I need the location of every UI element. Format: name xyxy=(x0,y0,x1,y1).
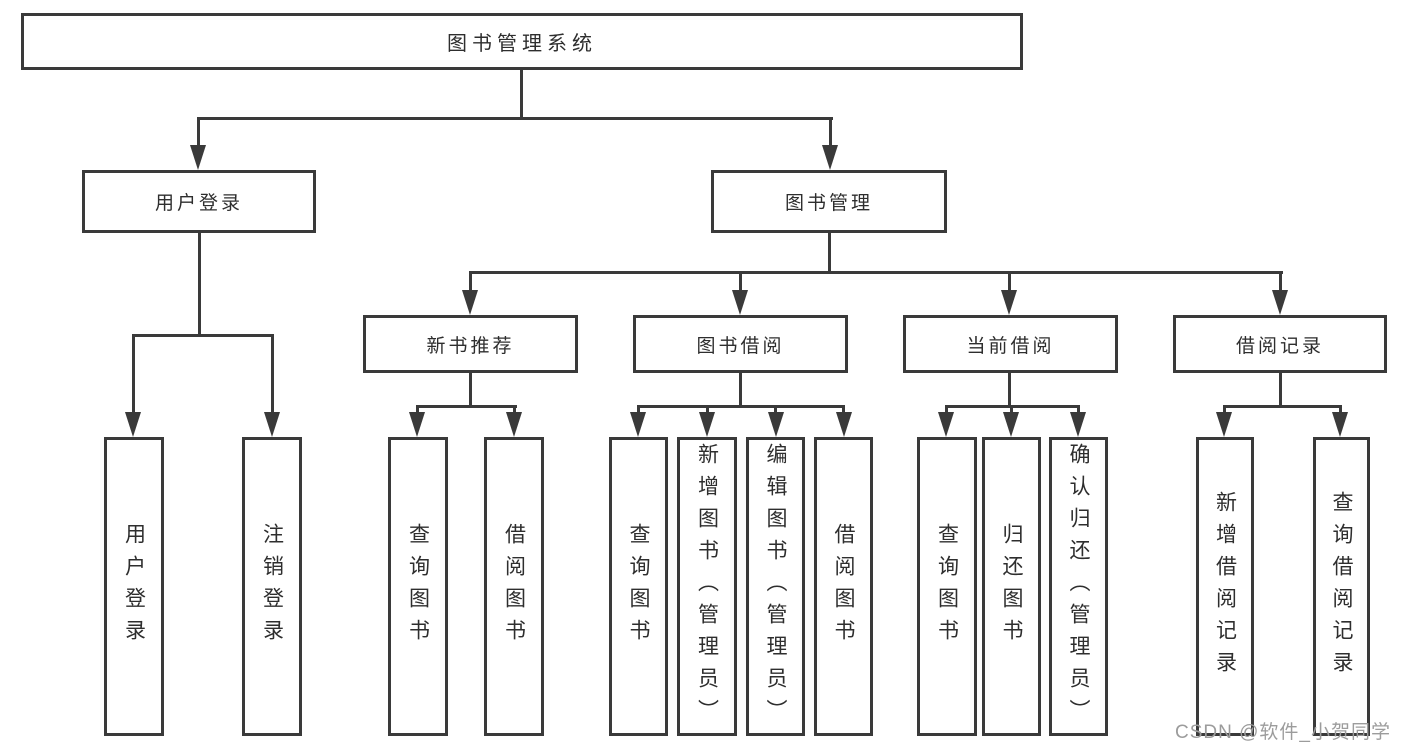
node-label: 确认归还（管理员） xyxy=(1067,442,1090,731)
node-label: 用户登录 xyxy=(154,193,243,214)
node-borrowing-records: 借阅记录 xyxy=(1173,315,1387,373)
connector-vline xyxy=(469,271,472,291)
connector-hline xyxy=(469,271,1283,274)
connector-vline xyxy=(1008,373,1011,407)
connector-vline xyxy=(1279,271,1282,291)
leaf-borrow-books: 借阅图书 xyxy=(814,437,873,736)
leaf-user-login: 用户登录 xyxy=(104,437,164,736)
connector-hline xyxy=(1223,405,1341,408)
connector-vline xyxy=(739,271,742,291)
arrow-down-icon xyxy=(732,290,748,315)
connector-hline xyxy=(416,405,517,408)
connector-vline xyxy=(1077,405,1080,414)
connector-vline xyxy=(197,117,200,147)
leaf-borrow-books: 借阅图书 xyxy=(484,437,544,736)
connector-vline xyxy=(198,233,201,336)
arrow-down-icon xyxy=(1001,290,1017,315)
connector-vline xyxy=(520,69,523,119)
connector-vline xyxy=(1008,271,1011,291)
leaf-query-books: 查询图书 xyxy=(388,437,448,736)
leaf-add-borrow-record: 新增借阅记录 xyxy=(1196,437,1254,736)
arrow-down-icon xyxy=(409,412,425,437)
node-label: 图书管理 xyxy=(784,193,873,214)
connector-vline xyxy=(739,373,742,407)
connector-vline xyxy=(842,405,845,414)
connector-vline xyxy=(1223,405,1226,414)
node-label: 用户登录 xyxy=(122,522,146,651)
node-current-borrowing: 当前借阅 xyxy=(903,315,1118,373)
connector-hline xyxy=(132,334,274,337)
connector-vline xyxy=(1339,405,1342,414)
node-label: 当前借阅 xyxy=(966,335,1055,357)
node-label: 借阅记录 xyxy=(1235,335,1324,357)
arrow-down-icon xyxy=(630,412,646,437)
arrow-down-icon xyxy=(699,412,715,437)
node-label: 查询图书 xyxy=(406,522,430,651)
connector-vline xyxy=(706,405,709,414)
arrow-down-icon xyxy=(822,145,838,170)
connector-vline xyxy=(1279,373,1282,407)
leaf-query-books: 查询图书 xyxy=(609,437,668,736)
leaf-query-books: 查询图书 xyxy=(917,437,977,736)
node-label: 图书借阅 xyxy=(696,335,785,357)
node-book-management: 图书管理 xyxy=(711,170,947,233)
leaf-add-book-admin: 新增图书（管理员） xyxy=(677,437,737,736)
node-label: 新增图书（管理员） xyxy=(695,442,719,731)
arrow-down-icon xyxy=(1216,412,1232,437)
node-label: 新增借阅记录 xyxy=(1213,490,1237,683)
arrow-down-icon xyxy=(125,412,141,437)
leaf-edit-book-admin: 编辑图书（管理员） xyxy=(746,437,805,736)
leaf-logout: 注销登录 xyxy=(242,437,302,736)
connector-vline xyxy=(774,405,777,414)
connector-vline xyxy=(828,233,831,273)
node-label: 编辑图书（管理员） xyxy=(764,442,787,731)
arrow-down-icon xyxy=(462,290,478,315)
connector-vline xyxy=(271,334,274,414)
node-book-borrowing: 图书借阅 xyxy=(633,315,848,373)
node-new-book-recommend: 新书推荐 xyxy=(363,315,578,373)
node-label: 图书管理系统 xyxy=(447,33,597,55)
csdn-watermark: CSDN @软件_小贺同学 xyxy=(1175,722,1391,743)
connector-vline xyxy=(416,405,419,414)
node-label: 归还图书 xyxy=(1000,522,1023,651)
node-library-management-system: 图书管理系统 xyxy=(21,13,1023,70)
connector-vline xyxy=(513,405,516,414)
node-label: 借阅图书 xyxy=(832,522,855,651)
arrow-down-icon xyxy=(264,412,280,437)
node-label: 查询图书 xyxy=(935,522,959,651)
connector-vline xyxy=(945,405,948,414)
node-label: 注销登录 xyxy=(260,522,284,651)
arrow-down-icon xyxy=(1070,412,1086,437)
arrow-down-icon xyxy=(938,412,954,437)
connector-vline xyxy=(637,405,640,414)
connector-vline xyxy=(132,334,135,414)
node-label: 借阅图书 xyxy=(502,522,526,651)
connector-hline xyxy=(197,117,833,120)
arrow-down-icon xyxy=(1003,412,1019,437)
node-label: 查询借阅记录 xyxy=(1330,490,1353,683)
arrow-down-icon xyxy=(836,412,852,437)
connector-vline xyxy=(469,373,472,407)
node-label: 查询图书 xyxy=(627,522,650,651)
connector-vline xyxy=(829,117,832,147)
leaf-query-borrow-record: 查询借阅记录 xyxy=(1313,437,1370,736)
node-label: 新书推荐 xyxy=(426,335,515,357)
leaf-confirm-return-admin: 确认归还（管理员） xyxy=(1049,437,1108,736)
arrow-down-icon xyxy=(1332,412,1348,437)
node-user-login: 用户登录 xyxy=(82,170,316,233)
arrow-down-icon xyxy=(1272,290,1288,315)
arrow-down-icon xyxy=(506,412,522,437)
connector-vline xyxy=(1010,405,1013,414)
connector-hline xyxy=(637,405,844,408)
arrow-down-icon xyxy=(768,412,784,437)
leaf-return-books: 归还图书 xyxy=(982,437,1041,736)
arrow-down-icon xyxy=(190,145,206,170)
